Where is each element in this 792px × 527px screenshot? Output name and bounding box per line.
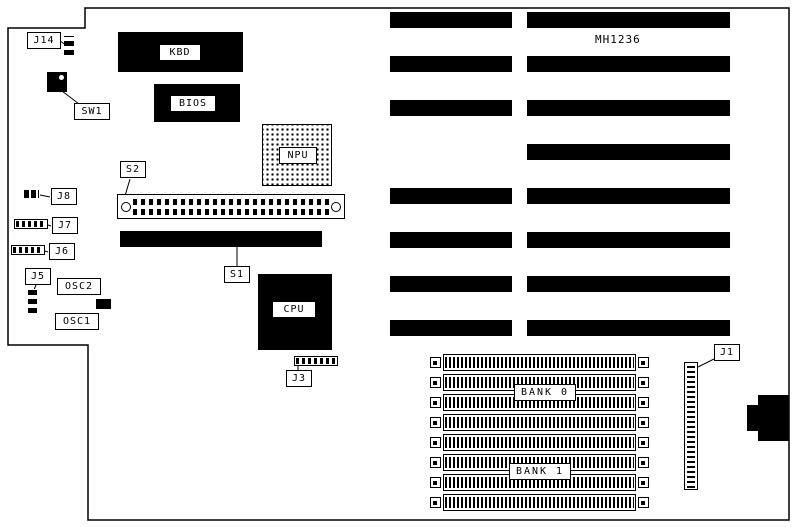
s1-slot: [120, 231, 322, 247]
sw1-label: SW1: [74, 103, 110, 120]
simm-latch: [638, 377, 649, 388]
s2-pin-row: [133, 199, 329, 205]
simm-latch: [430, 477, 441, 488]
isa-slot: [390, 276, 512, 292]
simm-socket: [430, 494, 649, 511]
sw1-switch: [47, 72, 67, 92]
simm-latch: [638, 357, 649, 368]
isa-slot: [527, 188, 730, 204]
simm-pins: [443, 354, 636, 371]
simm-socket: [430, 354, 649, 371]
simm-latch: [638, 477, 649, 488]
j14-connector: [64, 36, 74, 55]
simm-latch: [638, 417, 649, 428]
pointer-line-j7: [47, 224, 52, 227]
j6-connector: [11, 245, 45, 255]
simm-latch: [430, 457, 441, 468]
pointer-line-j8: [39, 194, 51, 198]
crystal: [96, 299, 111, 309]
isa-slot: [390, 12, 512, 28]
pointer-line-j1: [697, 358, 715, 368]
bios-label: BIOS: [170, 95, 216, 112]
bank1-label: BANK 1: [509, 463, 571, 480]
j1-label: J1: [714, 344, 740, 361]
j3-label: J3: [286, 370, 312, 387]
part-number: MH1236: [595, 33, 641, 46]
simm-latch: [430, 437, 441, 448]
isa-slot: [527, 232, 730, 248]
osc1-oscillator: OSC1: [55, 313, 99, 330]
osc2-oscillator: OSC2: [57, 278, 101, 295]
j8-label: J8: [51, 188, 77, 205]
isa-slot: [527, 12, 730, 28]
simm-latch: [430, 497, 441, 508]
j1-connector: [684, 362, 698, 490]
isa-slot: [390, 188, 512, 204]
simm-latch: [430, 357, 441, 368]
simm-latch: [430, 377, 441, 388]
s2-label: S2: [120, 161, 146, 178]
j8-connector: [24, 190, 39, 198]
j3-connector: [294, 356, 338, 366]
bank0-label: BANK 0: [514, 384, 576, 401]
simm-latch: [638, 397, 649, 408]
j5-label: J5: [25, 268, 51, 285]
isa-slot: [390, 56, 512, 72]
isa-slot: [527, 56, 730, 72]
simm-latch: [430, 417, 441, 428]
pointer-line-j6: [44, 250, 49, 253]
j7-label: J7: [52, 217, 78, 234]
pointer-line-s2: [124, 178, 131, 197]
isa-slot: [390, 320, 512, 336]
simm-pins: [443, 494, 636, 511]
pointer-line-sw1: [61, 90, 80, 105]
simm-latch: [638, 497, 649, 508]
j6-label: J6: [49, 243, 75, 260]
s2-socket: [117, 194, 345, 219]
j5-connector: [28, 289, 37, 313]
j14-label: J14: [27, 32, 61, 49]
isa-slot: [390, 100, 512, 116]
npu-label: NPU: [279, 147, 317, 164]
kbd-label: KBD: [159, 44, 201, 61]
s2-hole: [331, 202, 341, 212]
simm-latch: [430, 397, 441, 408]
simm-latch: [638, 457, 649, 468]
simm-pins: [443, 414, 636, 431]
power-connector: [747, 395, 789, 441]
j7-connector: [14, 219, 48, 229]
simm-latch: [638, 437, 649, 448]
s2-pin-row: [133, 209, 329, 215]
simm-socket: [430, 414, 649, 431]
isa-slot: [527, 320, 730, 336]
s1-label: S1: [224, 266, 250, 283]
cpu-label: CPU: [272, 301, 316, 318]
board-outline: [7, 7, 790, 521]
simm-pins: [443, 434, 636, 451]
isa-slot: [527, 276, 730, 292]
sw1-dot: [59, 75, 64, 80]
isa-slot: [390, 232, 512, 248]
isa-slot: [527, 144, 730, 160]
simm-socket: [430, 434, 649, 451]
s2-hole: [121, 202, 131, 212]
isa-slot: [527, 100, 730, 116]
